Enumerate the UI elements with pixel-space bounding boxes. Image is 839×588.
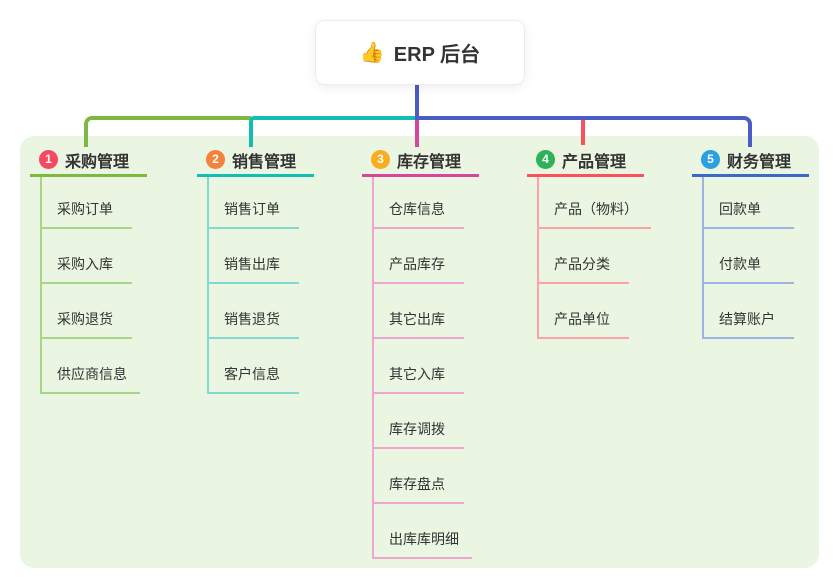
child-node[interactable]: 采购订单 (40, 196, 132, 229)
child-node[interactable]: 销售订单 (207, 196, 299, 229)
child-node[interactable]: 产品（物料） (537, 196, 651, 229)
connector-branch3-drop (415, 120, 419, 147)
branch-title-node[interactable]: 5 财务管理 (692, 145, 809, 177)
branch-title-node[interactable]: 2 销售管理 (197, 145, 314, 177)
child-node[interactable]: 采购入库 (40, 251, 132, 284)
child-node[interactable]: 采购退货 (40, 306, 132, 339)
branch-title-node[interactable]: 4 产品管理 (527, 145, 644, 177)
connector-branch1-elbow (84, 116, 251, 147)
branch-number-badge: 4 (536, 150, 555, 169)
child-node[interactable]: 销售退货 (207, 306, 299, 339)
branch-number-badge: 1 (39, 150, 58, 169)
child-node[interactable]: 产品库存 (372, 251, 464, 284)
branch-spine-line (537, 177, 539, 339)
branch-number-badge: 5 (701, 150, 720, 169)
branch-title-label: 采购管理 (65, 153, 130, 171)
branch-spine-line (372, 177, 374, 559)
branch-2: 2 销售管理 销售订单销售出库销售退货客户信息 (197, 145, 357, 394)
child-node[interactable]: 其它出库 (372, 306, 464, 339)
branch-spine-line (207, 177, 209, 394)
branch-number-badge: 2 (206, 150, 225, 169)
child-node[interactable]: 结算账户 (702, 306, 794, 339)
child-node[interactable]: 库存盘点 (372, 471, 464, 504)
branch-title-node[interactable]: 3 库存管理 (362, 145, 479, 177)
child-node[interactable]: 库存调拨 (372, 416, 464, 449)
connector-branch5-elbow (415, 116, 752, 147)
child-node[interactable]: 产品分类 (537, 251, 629, 284)
branches-panel (20, 136, 819, 568)
child-node[interactable]: 产品单位 (537, 306, 629, 339)
connector-root-stem (415, 83, 419, 120)
branch-5: 5 财务管理 回款单付款单结算账户 (692, 145, 839, 339)
child-node[interactable]: 回款单 (702, 196, 794, 229)
branch-spine-line (702, 177, 704, 339)
branch-3: 3 库存管理 仓库信息产品库存其它出库其它入库库存调拨库存盘点出库库明细 (362, 145, 522, 559)
branch-number-badge: 3 (371, 150, 390, 169)
branch-title-label: 库存管理 (397, 153, 462, 171)
child-node[interactable]: 其它入库 (372, 361, 464, 394)
branch-title-label: 销售管理 (232, 153, 297, 171)
root-node-label: ERP 后台 (393, 44, 481, 66)
root-node-erp[interactable]: 👍 ERP 后台 (315, 20, 525, 85)
child-node[interactable]: 供应商信息 (40, 361, 140, 394)
child-node[interactable]: 仓库信息 (372, 196, 464, 229)
child-node[interactable]: 销售出库 (207, 251, 299, 284)
branch-title-label: 财务管理 (727, 153, 792, 171)
branch-title-node[interactable]: 1 采购管理 (30, 145, 147, 177)
branch-4: 4 产品管理 产品（物料） 产品分类产品单位 (527, 145, 687, 339)
thumbs-up-icon: 👍 (359, 41, 385, 64)
branch-title-label: 产品管理 (562, 153, 627, 171)
connector-branch2-elbow (249, 116, 415, 147)
child-node[interactable]: 客户信息 (207, 361, 299, 394)
connector-branch4-drop (581, 120, 585, 145)
branch-spine-line (40, 177, 42, 394)
child-node[interactable]: 付款单 (702, 251, 794, 284)
branch-1: 1 采购管理 采购订单采购入库采购退货供应商信息 (30, 145, 190, 394)
child-node[interactable]: 出库库明细 (372, 526, 472, 559)
